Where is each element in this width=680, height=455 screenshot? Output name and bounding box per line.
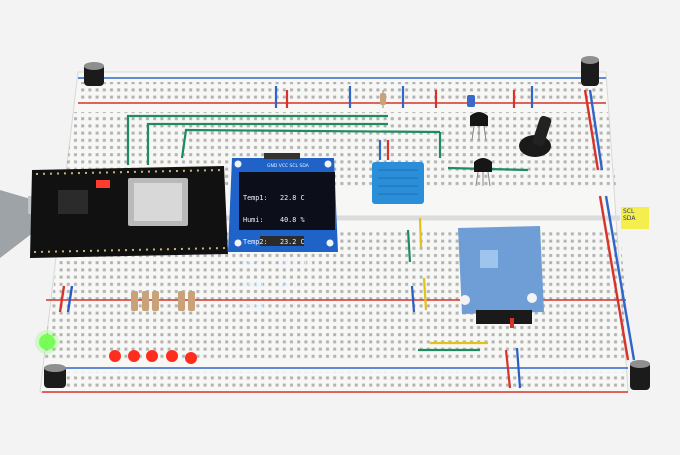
oled-screen-text: Temp1: 22.8 C Humi: 40.8 % Temp2: 23.2 C Ba…	[243, 181, 333, 310]
bme-sensor-module	[458, 226, 544, 328]
oled-row-label: Temp1:	[243, 194, 268, 203]
oled-row-value: 1014 hPa	[280, 259, 313, 268]
red-leds	[109, 350, 197, 364]
transistor-1	[470, 112, 488, 141]
oled-row-label: Temp2:	[243, 237, 268, 246]
oled-row-value: 24.1 C	[280, 302, 305, 311]
oled-row-label: Humi:	[243, 216, 264, 225]
bottom-power-rail	[42, 299, 628, 393]
top-capacitor	[467, 95, 475, 107]
middle-jumpers	[406, 217, 522, 389]
oled-row-label: Bar2:	[243, 259, 264, 268]
esp32-board	[30, 166, 228, 258]
rail-jumpers-top	[274, 86, 534, 160]
oled-module	[228, 153, 338, 252]
dht-sensor	[372, 162, 424, 204]
oled-row-value: 22.8 C	[280, 194, 305, 203]
transistor-2	[474, 158, 492, 187]
capacitor-bottom-right	[630, 360, 650, 390]
sticky-note: SCL SDA	[621, 207, 649, 229]
sticky-note-line: SDA	[623, 215, 636, 222]
oled-row-value: 40.8 %	[280, 216, 305, 225]
oled-row-label: Temp3:	[243, 280, 268, 289]
capacitor-bottom-left	[44, 364, 66, 388]
oled-row-value: 23.2 C	[280, 237, 305, 246]
right-rail-wires	[583, 89, 636, 361]
capacitor-top-right	[581, 56, 599, 86]
potentiometer	[519, 115, 552, 157]
sticky-note-line: SCL	[623, 208, 635, 215]
top-power-rail	[78, 77, 606, 104]
left-rail-jumpers	[58, 285, 74, 313]
top-resistor	[380, 90, 386, 108]
green-jumper-wires	[126, 114, 529, 172]
green-led	[35, 330, 59, 354]
oled-pin-header: GND VCC SCL SDA	[267, 164, 309, 169]
bottom-resistors	[131, 291, 195, 311]
oled-row-value: 24.4 C	[280, 280, 305, 289]
oled-row-label: Temp4:	[243, 302, 268, 311]
capacitor-top-left	[84, 62, 104, 86]
